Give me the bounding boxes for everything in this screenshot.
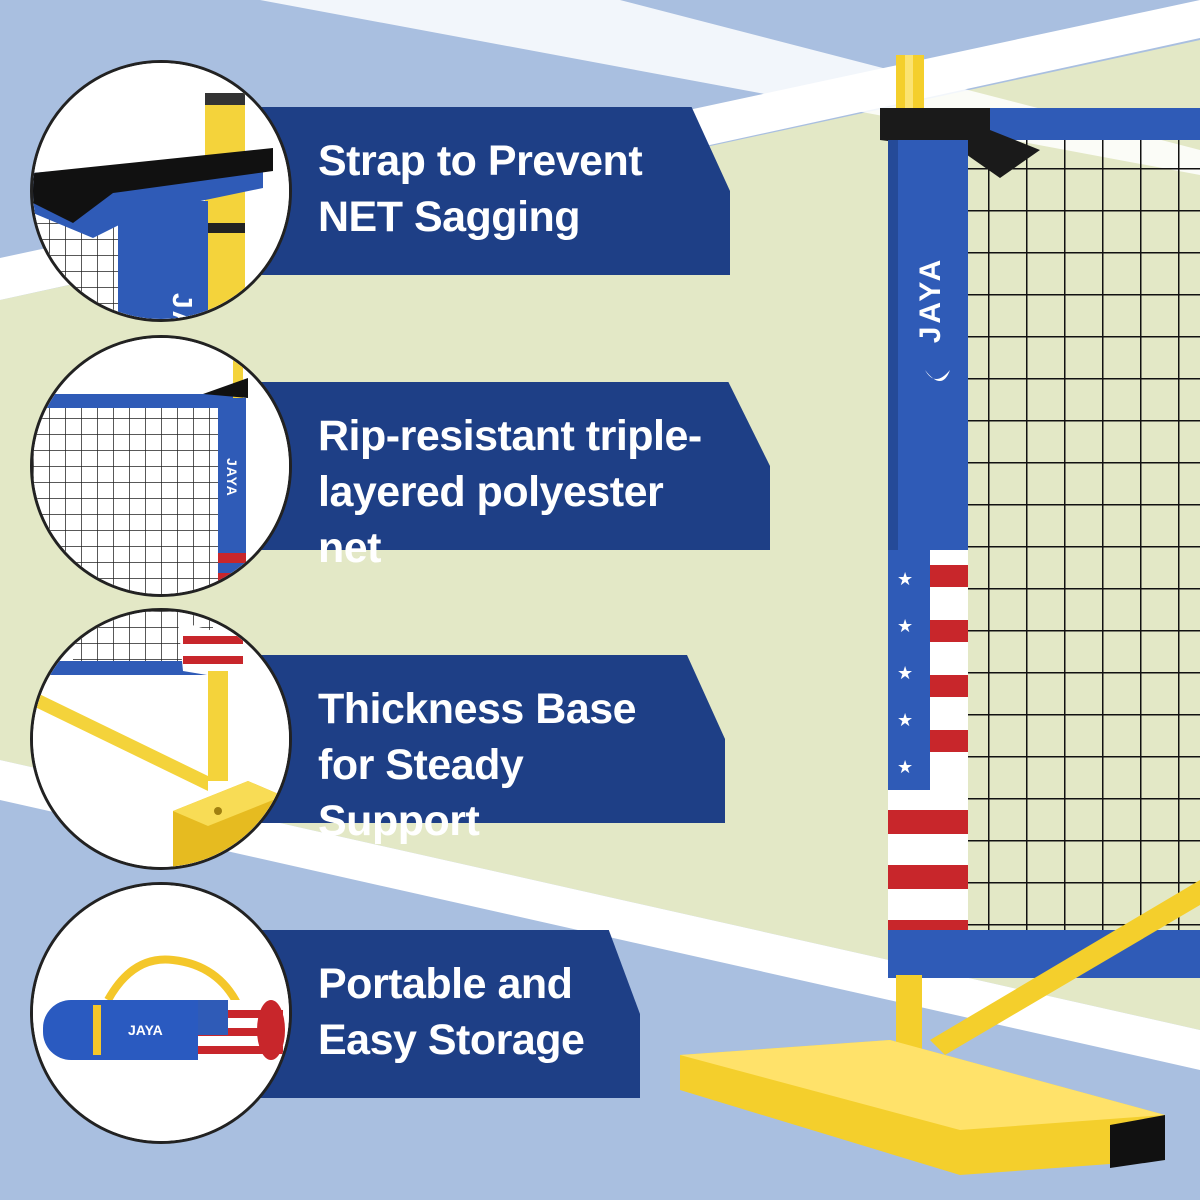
feature-text: Rip-resistant triple- layered polyester … [318,408,730,576]
feature-banner-storage: Portable and Easy Storage [250,930,640,1098]
feature-line1: Portable and [318,960,573,1008]
carry-bag-image: JAYA [30,882,292,1144]
feature-text: Thickness Base for Steady Support [318,681,685,849]
banner-background [250,655,725,823]
brand-mark: JAYA [167,293,198,322]
base-closeup-image [30,608,292,870]
svg-text:★: ★ [897,710,913,731]
net-closeup-image: JAYA [30,335,292,597]
feature-line1: Rip-resistant triple- [318,412,702,460]
feature-line2: for Steady Support [318,741,524,845]
feature-line1: Thickness Base [318,685,637,733]
svg-text:★: ★ [897,616,913,637]
feature-line2: layered polyester net [318,468,664,572]
feature-banner-strap: Strap to Prevent NET Sagging [250,107,730,275]
svg-text:★: ★ [897,757,913,778]
feature-banner-net: Rip-resistant triple- layered polyester … [250,382,770,572]
svg-text:★: ★ [897,663,913,684]
strap-closeup-image: JAYA [30,60,292,322]
diagonal-support [930,880,1200,1055]
svg-text:★: ★ [897,569,913,590]
brand-mark: JAYA [224,458,240,497]
net-bottom-tape [888,930,1200,978]
brand-mark: JAYA [128,1022,163,1038]
banner-background [250,930,640,1098]
feature-banner-base: Thickness Base for Steady Support [250,655,725,845]
svg-text:JAYA: JAYA [914,257,947,344]
banner-background [250,107,730,275]
feature-text: Strap to Prevent NET Sagging [318,133,690,245]
feature-line1: Strap to Prevent [318,137,643,185]
banner-background [250,382,770,550]
feature-text: Portable and Easy Storage [318,956,600,1068]
feature-line2: NET Sagging [318,193,581,241]
feature-line2: Easy Storage [318,1016,585,1064]
net-mesh [965,140,1200,960]
